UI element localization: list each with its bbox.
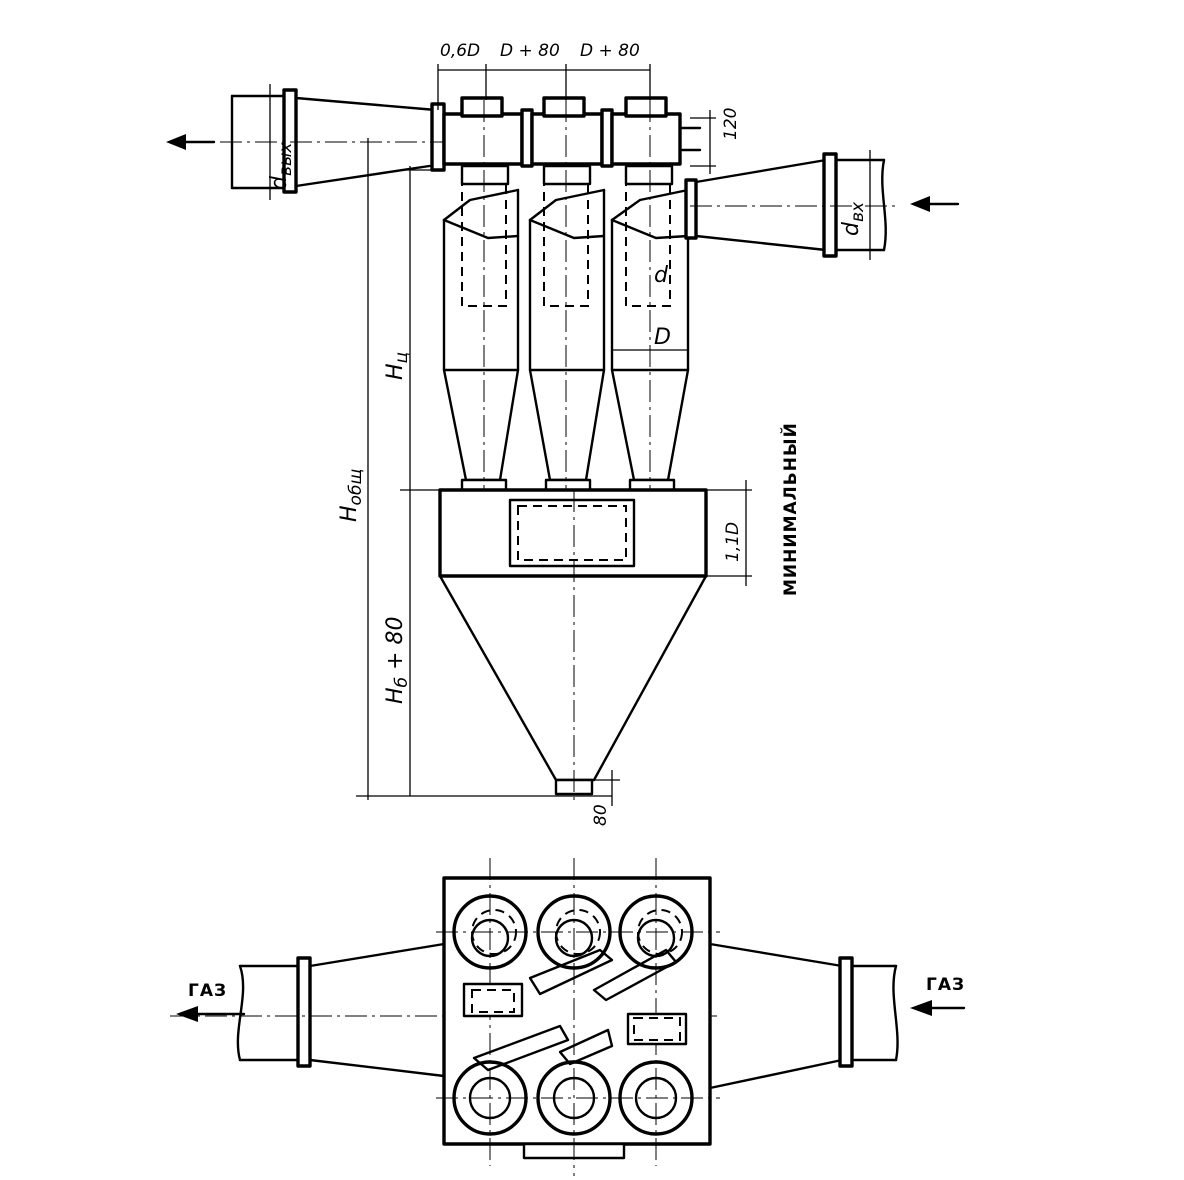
dim-bottom-outlet: 80 <box>591 804 611 826</box>
plan-view: ГАЗ ГАЗ <box>170 858 966 1176</box>
dim-outlet: dвых <box>267 142 296 190</box>
label-gas-right: ГАЗ <box>926 975 965 995</box>
dimension-lines <box>269 64 871 806</box>
dim-inner-pipe: d <box>654 263 669 288</box>
inlet-duct <box>684 152 900 258</box>
svg-text:dвых: dвых <box>267 142 296 190</box>
svg-text:Hц: Hц <box>383 352 412 380</box>
dim-top-1: 0,6D <box>440 41 480 61</box>
label-minimal: МИНИМАЛЬНЫЙ <box>779 422 801 596</box>
dim-top-2: D + 80 <box>500 41 560 61</box>
dim-bunker-height: Hб + 80 <box>383 617 412 704</box>
dim-inlet: dвх <box>839 201 868 236</box>
top-collector <box>442 96 702 168</box>
front-view: 0,6D D + 80 D + 80 120 dвых dвх d D Hц H… <box>166 41 960 826</box>
svg-text:dвх: dвх <box>839 201 868 236</box>
dim-top-3: D + 80 <box>580 41 640 61</box>
svg-text:Hобщ: Hобщ <box>337 469 366 522</box>
svg-text:Hб + 80: Hб + 80 <box>383 617 412 704</box>
cyclone-2 <box>528 100 606 520</box>
bunker <box>438 488 708 800</box>
dim-flange-gap: 120 <box>721 108 741 140</box>
plan-top-cyclones <box>452 894 694 1018</box>
flow-arrows-front <box>166 134 960 212</box>
dim-total-height: Hобщ <box>337 469 366 522</box>
outlet-duct <box>220 88 450 194</box>
dim-bunker-box: 1,1D <box>723 522 743 562</box>
plan-bottom-cyclones <box>452 1012 694 1136</box>
dim-cyclone-height: Hц <box>383 352 412 380</box>
dim-cyclone-diameter: D <box>654 325 671 350</box>
label-gas-left: ГАЗ <box>188 981 227 1001</box>
